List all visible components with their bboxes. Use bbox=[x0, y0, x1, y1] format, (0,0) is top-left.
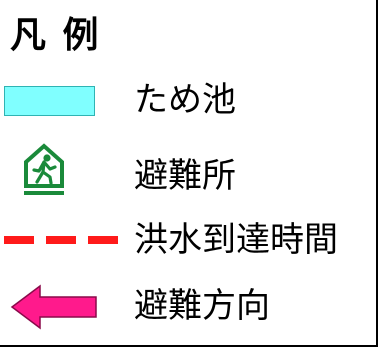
legend-right-border bbox=[376, 0, 378, 346]
pond-swatch-icon bbox=[4, 86, 95, 116]
legend-title: 凡 例 bbox=[10, 15, 101, 56]
legend-bottom-border bbox=[0, 345, 378, 347]
shelter-icon bbox=[24, 143, 64, 195]
shelter-icon-shape bbox=[24, 143, 64, 195]
legend-label-shelter: 避難所 bbox=[134, 156, 236, 196]
legend-label-pond: ため池 bbox=[134, 80, 236, 120]
dashed-line-icon bbox=[4, 236, 118, 244]
arrow-left-icon bbox=[10, 284, 97, 330]
legend-label-flood-time: 洪水到達時間 bbox=[134, 220, 338, 260]
legend-label-evac-direction: 避難方向 bbox=[134, 286, 270, 326]
